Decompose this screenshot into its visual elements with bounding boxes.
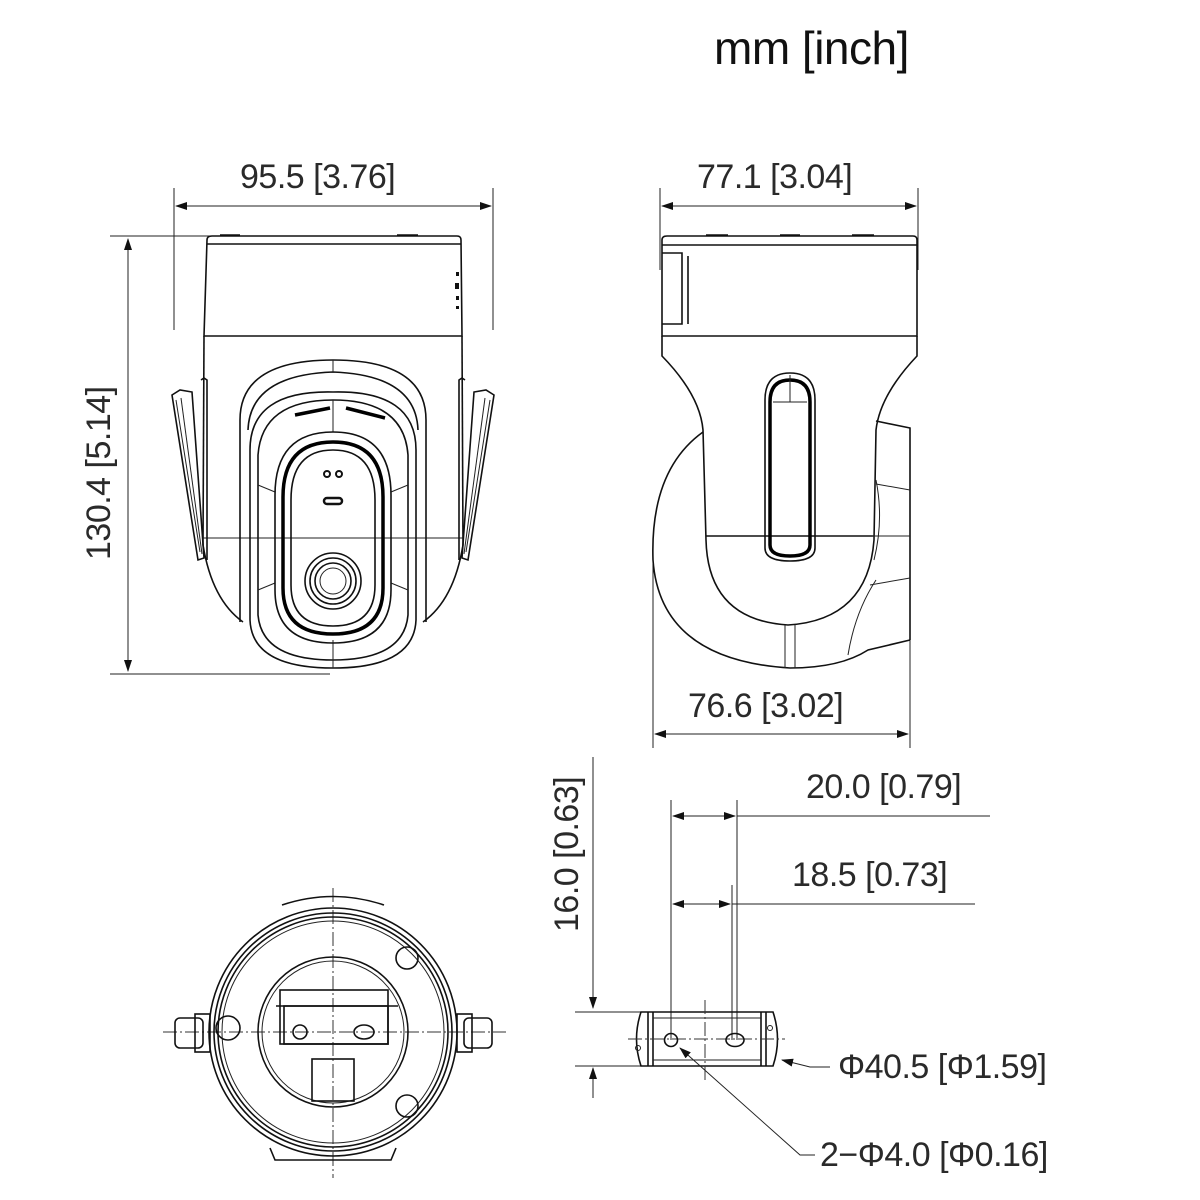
side-bottom-width-label: 76.6 [3.02] xyxy=(688,687,843,725)
front-view: 95.5 [3.76] 130.4 [5.14] xyxy=(80,158,495,675)
bracket-diameter-label: Φ40.5 [Φ1.59] xyxy=(838,1048,1046,1086)
mounting-holes-label: 2−Φ4.0 [Φ0.16] xyxy=(820,1136,1048,1174)
front-width-label: 95.5 [3.76] xyxy=(240,158,395,196)
units-label: mm [inch] xyxy=(714,22,909,74)
front-height-label: 130.4 [5.14] xyxy=(80,386,118,560)
bracket-height-label: 16.0 [0.63] xyxy=(548,777,586,932)
side-view: 77.1 [3.04] 76.6 [3.02] xyxy=(652,158,919,748)
hole-spacing-outer-label: 20.0 [0.79] xyxy=(806,768,961,806)
bracket-view: 16.0 [0.63] 20.0 [0.79] 18.5 [0.73] Φ40.… xyxy=(548,757,1048,1174)
side-top-width-label: 77.1 [3.04] xyxy=(697,158,852,196)
hole-spacing-inner-label: 18.5 [0.73] xyxy=(792,856,947,894)
bottom-view xyxy=(163,888,506,1178)
lens-icon xyxy=(304,552,362,610)
